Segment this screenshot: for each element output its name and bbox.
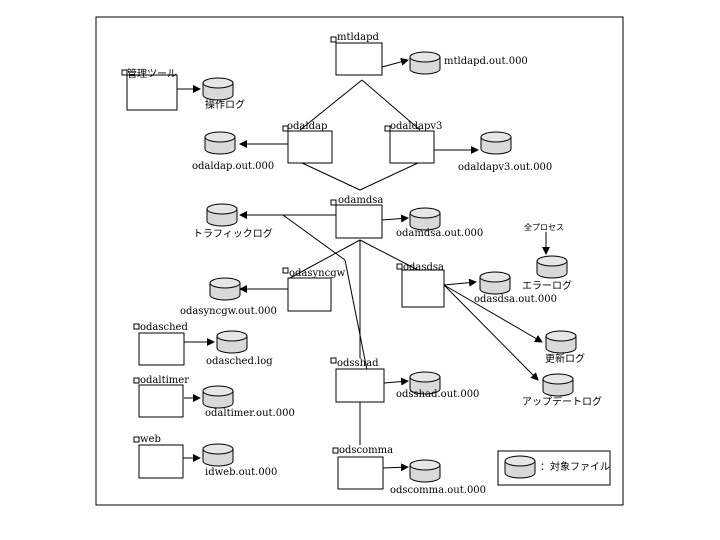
file-label: 更新ログ: [545, 352, 585, 365]
process-odasched: odasched: [133, 322, 188, 366]
file-label: odsshad.out.000: [396, 389, 479, 400]
file-label: odamdsa.out.000: [396, 228, 483, 239]
process-label: web: [140, 434, 161, 445]
process-label: 管理ツール: [127, 67, 177, 80]
file-label: odaltimer.out.000: [205, 408, 295, 419]
process-odaldapv3: odaldapv3: [384, 121, 442, 164]
process-odaltimer: odaltimer: [133, 375, 189, 418]
database-icon: [409, 51, 441, 75]
file-label: odscomma.out.000: [390, 485, 486, 496]
process-label: odscomma: [339, 445, 393, 456]
file-label: アップデートログ: [522, 395, 602, 408]
database-icon: [409, 459, 441, 483]
file-label: 操作ログ: [205, 98, 245, 111]
process-label: odaldapv3: [390, 121, 442, 132]
database-icon: [216, 330, 248, 354]
file-label: odasdsa.out.000: [474, 294, 557, 305]
process-odsshad: odsshad: [330, 357, 385, 403]
process-label: odamdsa: [338, 195, 383, 206]
process-label: odasched: [140, 322, 188, 333]
file-label: トラフィックログ: [193, 227, 273, 240]
database-icon: [204, 131, 236, 155]
process-odasdsa: odasdsa: [396, 262, 445, 308]
process-odaldap: odaldap: [282, 121, 333, 164]
process-label: odasyncgw: [289, 268, 346, 279]
process-label: mtldapd: [337, 32, 379, 43]
database-icon: [536, 255, 568, 279]
database-cylinder-icon: [504, 455, 536, 479]
database-icon: [545, 330, 577, 354]
process-label: odaltimer: [140, 375, 189, 386]
database-icon: [202, 443, 234, 467]
all-processes-label: 全プロセス: [524, 222, 564, 232]
process-mtldapd: mtldapd: [330, 32, 383, 76]
database-icon: [209, 277, 241, 301]
process-label: odsshad: [337, 358, 379, 369]
process-kanri-tool: 管理ツール: [121, 67, 178, 111]
database-icon: [479, 271, 511, 295]
process-odamdsa: odamdsa: [330, 195, 383, 239]
process-web: web: [133, 434, 184, 479]
database-icon: [480, 131, 512, 155]
file-label: odasyncgw.out.000: [180, 306, 277, 317]
database-icon: [202, 77, 234, 101]
file-label: idweb.out.000: [205, 467, 277, 478]
legend: ：対象ファイル: [497, 450, 611, 486]
database-icon: [409, 207, 441, 231]
process-label: odasdsa: [403, 262, 444, 273]
file-label: エラーログ: [522, 279, 572, 292]
database-icon: [542, 373, 574, 397]
file-label: odaldap.out.000: [192, 161, 274, 172]
process-odscomma: odscomma: [332, 445, 393, 490]
file-label: mtldapd.out.000: [444, 56, 528, 67]
database-icon: [206, 203, 238, 227]
process-odasyncgw: odasyncgw: [282, 267, 346, 312]
process-label: odaldap: [287, 121, 327, 132]
database-icon: [202, 385, 234, 409]
legend-label: ：対象ファイル: [540, 460, 610, 473]
file-label: odasched.log: [206, 356, 273, 367]
file-label: odaldapv3.out.000: [458, 162, 552, 173]
